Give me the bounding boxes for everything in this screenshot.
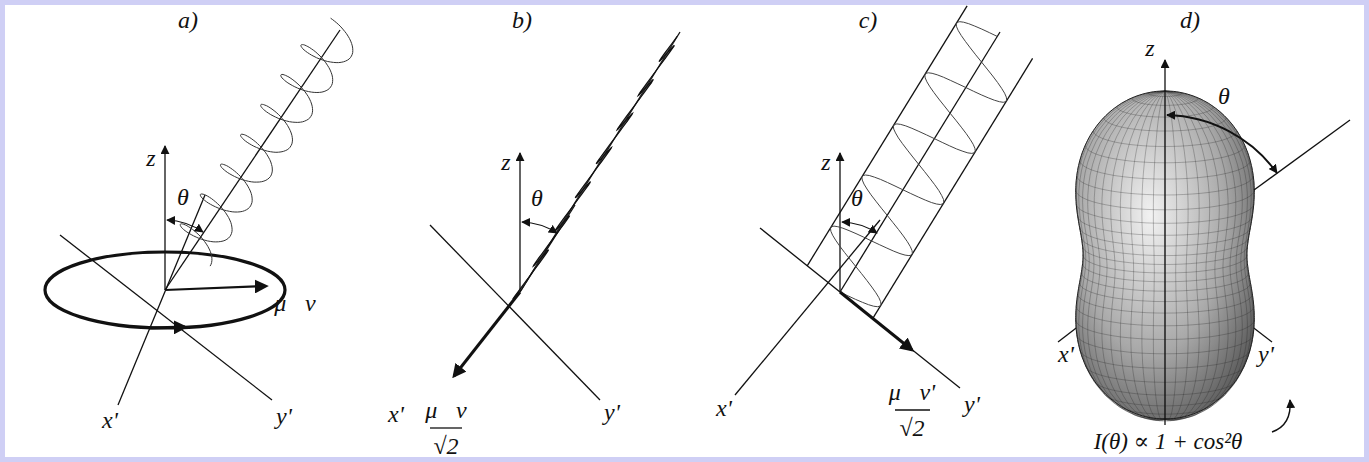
wave-boundary: [873, 58, 1033, 318]
z-axis: [1164, 60, 1165, 425]
angle-label: θ: [529, 186, 545, 210]
pointer-arrow: [1272, 400, 1290, 432]
dipole-vector: [840, 292, 912, 350]
dipole-vector: [454, 292, 520, 376]
helix-wave: [180, 18, 353, 266]
propagation-line: [165, 30, 340, 290]
formula: I(θ) ∝ 1 + cos²θ: [1092, 430, 1245, 453]
axis-label: x': [714, 396, 734, 420]
axis-label: x': [1056, 342, 1076, 366]
axis-label: y': [602, 400, 622, 424]
panel-letter: d): [1178, 8, 1202, 32]
z-axis: [519, 153, 520, 292]
axis-label: z: [1143, 36, 1156, 60]
panel-letter: c): [857, 8, 880, 32]
axis-label: x': [386, 402, 406, 426]
vector-label: μ⃗ν: [423, 398, 468, 422]
y-axis: [430, 225, 600, 400]
dipole-vector: [165, 286, 266, 290]
fraction-bar: [895, 409, 930, 410]
linear-wave: [513, 36, 677, 299]
axis-label: y': [274, 404, 294, 428]
vector-label: μ⃗ν': [887, 380, 938, 404]
axis-label: z: [144, 146, 157, 170]
axis-label: z: [819, 150, 832, 174]
direction-line: [1254, 120, 1350, 190]
angle-arc: [167, 220, 203, 232]
propagation-line: [840, 32, 1000, 292]
vector-label: μ⃗ν: [272, 291, 317, 315]
axis-label: z: [499, 150, 512, 174]
rotation-arrow: [150, 327, 185, 328]
angle-arc: [1167, 115, 1277, 173]
angle-arc: [842, 222, 877, 233]
axis-label: y': [1256, 342, 1276, 366]
vector-denominator: √2: [431, 434, 460, 458]
z-axis: [839, 153, 840, 292]
y-axis: [760, 228, 960, 388]
vector-denominator: √2: [897, 416, 926, 440]
fraction-bar: [430, 427, 462, 428]
panel-c: [735, 6, 1033, 410]
linear-wave: [831, 22, 1007, 307]
panel-letter: b): [510, 8, 534, 32]
panel-d: [1058, 60, 1350, 432]
angle-label: θ: [849, 186, 865, 210]
z-axis: [164, 146, 165, 290]
panel-a: [45, 18, 353, 405]
circular-path: [45, 252, 285, 328]
x-axis: [118, 195, 205, 405]
axis-label: y': [962, 392, 982, 416]
panel-letter: a): [176, 8, 200, 32]
angle-label: θ: [1216, 84, 1232, 108]
angle-arc: [522, 222, 557, 233]
axis-label: x': [100, 408, 120, 432]
panel-b: [430, 32, 680, 428]
angle-label: θ: [175, 185, 191, 209]
